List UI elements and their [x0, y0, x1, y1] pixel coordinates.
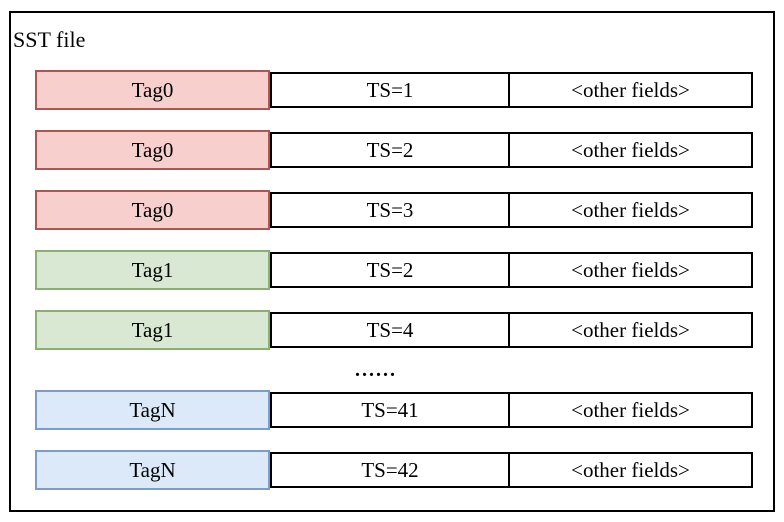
timestamp-cell: TS=3 [270, 192, 510, 228]
other-fields-cell: <other fields> [508, 72, 753, 108]
tag-cell: TagN [35, 450, 270, 490]
timestamp-cell: TS=2 [270, 252, 510, 288]
other-fields-cell: <other fields> [508, 312, 753, 348]
tag-cell: TagN [35, 390, 270, 430]
other-fields-cell: <other fields> [508, 192, 753, 228]
other-fields-cell: <other fields> [508, 132, 753, 168]
other-fields-cell: <other fields> [508, 392, 753, 428]
tag-cell: Tag1 [35, 250, 270, 290]
timestamp-cell: TS=1 [270, 72, 510, 108]
other-fields-cell: <other fields> [508, 452, 753, 488]
timestamp-cell: TS=4 [270, 312, 510, 348]
ellipsis-row: ...... [35, 350, 755, 390]
ellipsis: ...... [355, 359, 397, 381]
tag-cell: Tag1 [35, 310, 270, 350]
tag-cell: Tag0 [35, 190, 270, 230]
diagram-title: SST file [13, 27, 86, 52]
other-fields-cell: <other fields> [508, 252, 753, 288]
tag-cell: Tag0 [35, 130, 270, 170]
timestamp-cell: TS=41 [270, 392, 510, 428]
timestamp-cell: TS=42 [270, 452, 510, 488]
timestamp-cell: TS=2 [270, 132, 510, 168]
tag-cell: Tag0 [35, 70, 270, 110]
